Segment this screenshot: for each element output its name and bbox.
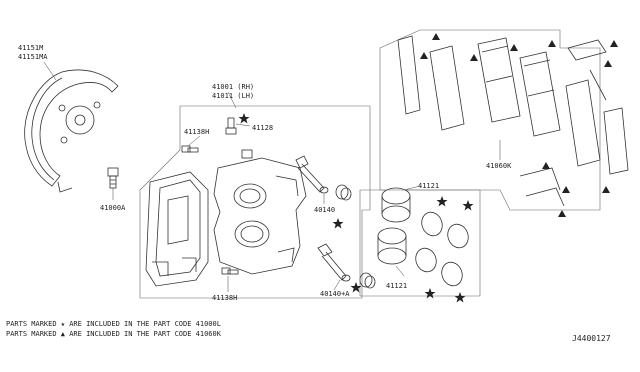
bolt-leader <box>187 135 201 147</box>
bolt-lower <box>221 267 239 275</box>
label-bleeder: 41128 <box>252 124 274 132</box>
label-pin-lower: 40140+A <box>320 290 350 298</box>
bolt-upper <box>181 145 199 153</box>
piston-upper <box>381 187 411 223</box>
piston-seals <box>415 211 469 287</box>
note-star: PARTS MARKED ★ ARE INCLUDED IN THE PART … <box>6 320 221 328</box>
label-pistons-upper: 41121 <box>418 182 440 190</box>
boot-upper <box>335 184 352 201</box>
label-shield-b: 41151MA <box>18 53 48 61</box>
mount-bolt <box>107 167 119 200</box>
label-caliper-lh: 41011 (LH) <box>212 92 255 100</box>
assembly-box <box>139 105 371 299</box>
label-bolt-lower: 41138H <box>212 294 238 302</box>
caliper-body <box>213 149 307 275</box>
caliper-leader <box>227 91 237 109</box>
piston-leader <box>403 185 421 191</box>
label-pin-upper: 40140 <box>314 206 336 214</box>
note-triangle: PARTS MARKED ▲ ARE INCLUDED IN THE PART … <box>6 330 221 338</box>
brake-pads <box>397 35 629 207</box>
guide-pin-upper <box>295 155 329 194</box>
label-mount-bolt: 41000A <box>100 204 126 212</box>
triangle-icon <box>420 33 618 217</box>
pin-lower-leader <box>333 279 341 291</box>
label-shield-a: 41151M <box>18 44 44 52</box>
piston-lower <box>377 227 407 265</box>
star-icon <box>238 113 474 303</box>
label-pistons-lower: 41121 <box>386 282 408 290</box>
piston-lower-leader <box>395 265 405 277</box>
bleeder-screw <box>225 117 251 135</box>
label-bolt-upper: 41138H <box>184 128 210 136</box>
dust-shield <box>24 61 119 193</box>
caliper-bracket <box>145 171 209 287</box>
label-caliper-rh: 41001 (RH) <box>212 83 255 91</box>
pad-kit-box <box>379 29 601 211</box>
label-pad-kit: 41060K <box>486 162 512 170</box>
guide-pin-lower <box>317 243 351 282</box>
diagram-code: J4400127 <box>572 334 611 343</box>
